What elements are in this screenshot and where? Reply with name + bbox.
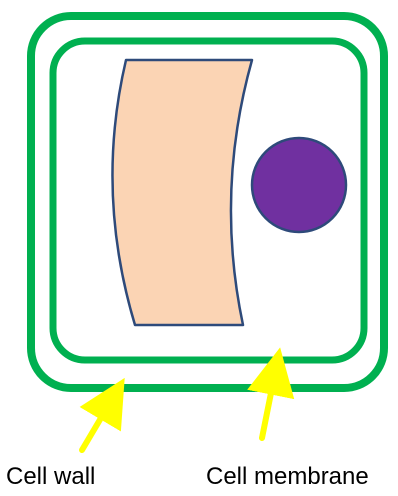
cell-wall-label: Cell wall bbox=[6, 465, 95, 489]
cell-membrane-label: Cell membrane bbox=[206, 465, 369, 489]
arrow-up-right-icon bbox=[82, 396, 114, 450]
arrow-up-right-icon bbox=[262, 368, 276, 438]
vacuole bbox=[112, 60, 252, 325]
nucleus bbox=[252, 138, 346, 232]
